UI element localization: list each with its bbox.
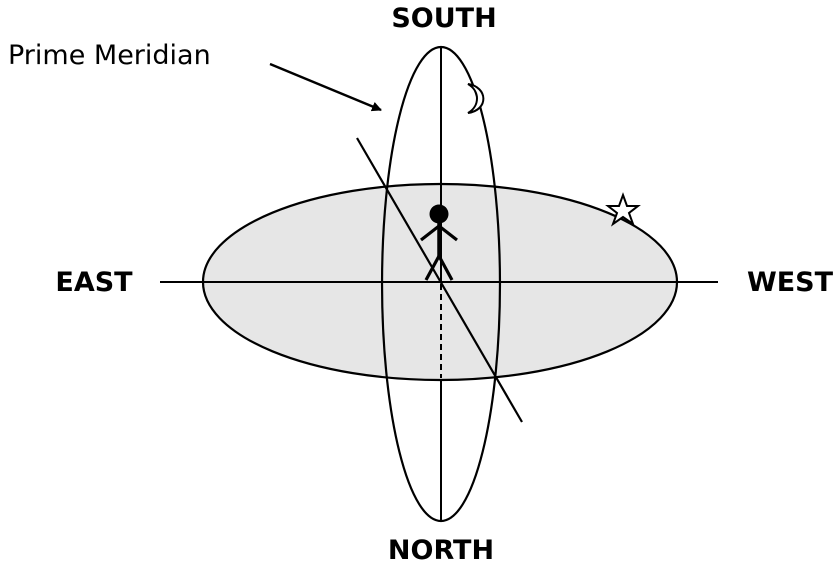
label-east: EAST bbox=[55, 267, 133, 298]
star-icon bbox=[605, 192, 641, 227]
meridian-circle-front-arc bbox=[440, 45, 502, 523]
label-south: SOUTH bbox=[391, 3, 496, 34]
label-west: WEST bbox=[747, 267, 834, 298]
observer-arms bbox=[420, 223, 458, 242]
label-north: NORTH bbox=[388, 535, 494, 563]
crescent-moon-icon bbox=[467, 83, 485, 114]
observer-head bbox=[429, 204, 449, 224]
prime-meridian-arrow bbox=[269, 62, 382, 112]
meridian-circle-back-arc bbox=[380, 45, 442, 523]
observer-legs bbox=[424, 252, 454, 281]
label-prime-meridian: Prime Meridian bbox=[8, 40, 211, 71]
prime-meridian-line bbox=[356, 137, 523, 423]
observer-person-icon bbox=[420, 204, 458, 281]
